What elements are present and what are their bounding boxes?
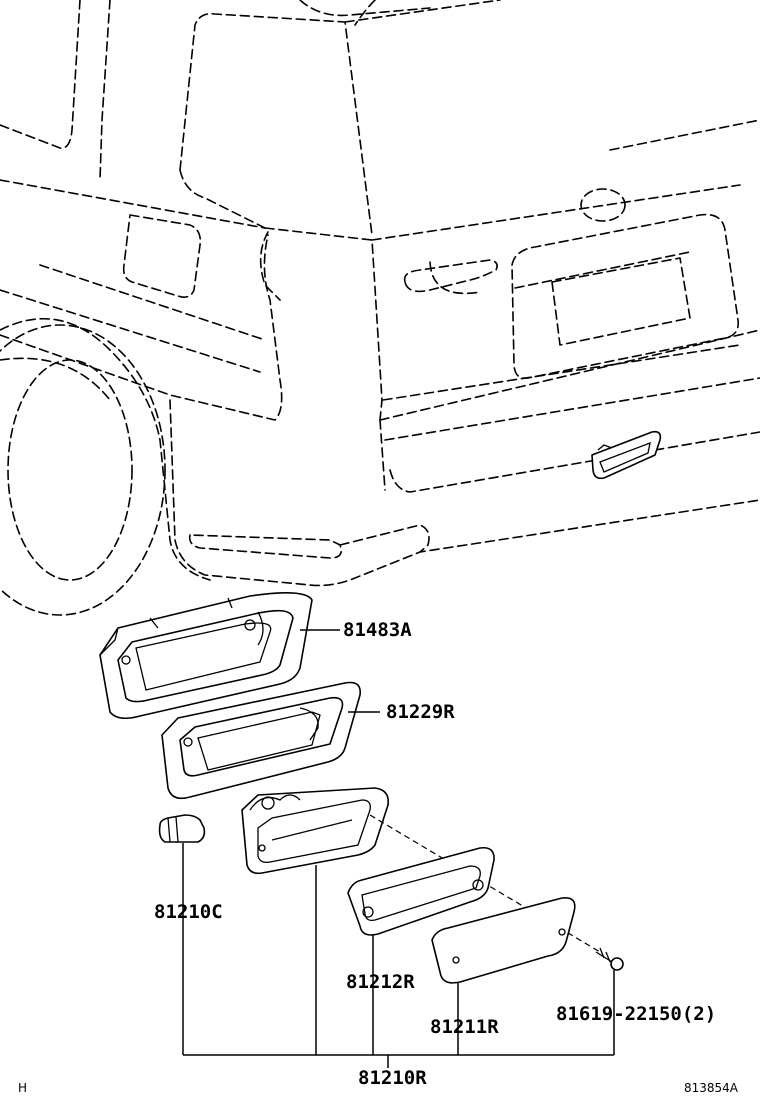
leader-lines	[182, 629, 615, 1068]
label-81619-22150: 81619-22150(2)	[556, 1003, 716, 1025]
label-81210C: 81210C	[154, 901, 223, 923]
footer-left-code: H	[18, 1081, 27, 1095]
part-81229R-gasket	[161, 681, 362, 800]
label-81212R: 81212R	[346, 971, 415, 993]
part-81619-22150-screw	[595, 947, 624, 971]
vehicle-outline	[0, 0, 760, 616]
part-81211R-lens	[431, 896, 576, 984]
label-81210R: 81210R	[358, 1067, 427, 1089]
label-81483A: 81483A	[343, 619, 412, 641]
part-81212R-lens-gasket	[347, 846, 495, 936]
label-81211R: 81211R	[430, 1016, 499, 1038]
diagram-id: 813854A	[684, 1081, 739, 1095]
part-81483A-housing-cover	[99, 592, 313, 720]
part-81210C-bulb	[158, 814, 206, 843]
label-81229R: 81229R	[386, 701, 455, 723]
